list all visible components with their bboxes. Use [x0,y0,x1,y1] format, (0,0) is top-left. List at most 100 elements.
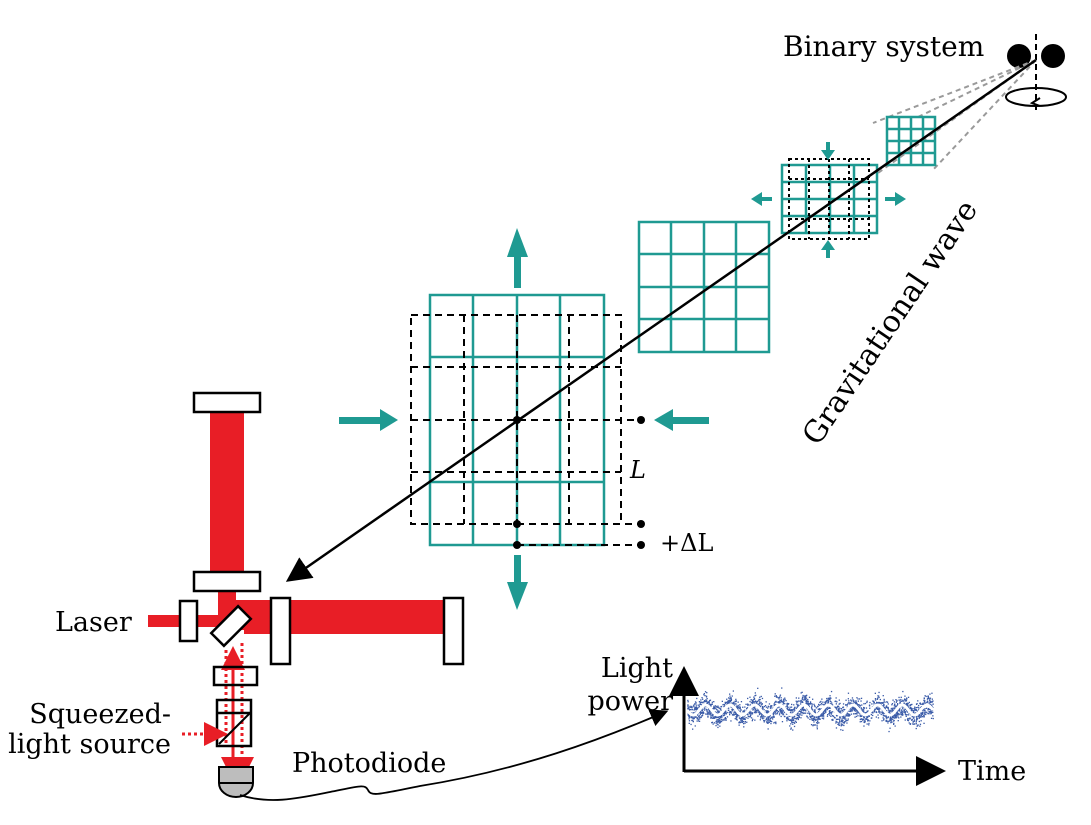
noise-point [927,708,930,710]
noise-point [690,723,692,726]
noise-point [903,710,905,712]
noise-point [887,707,889,709]
noise-point [906,710,908,712]
noise-point [798,704,800,707]
noise-point [773,710,776,712]
noise-point [816,726,818,728]
noise-point [752,703,754,705]
noise-point [848,702,850,704]
noise-point [767,717,770,719]
noise-point [728,699,731,701]
noise-point [730,712,732,714]
noise-point [718,711,720,713]
noise-point [706,703,709,705]
noise-point [891,717,893,719]
noise-point [742,721,745,723]
noise-point [769,719,771,722]
noise-point [752,702,754,704]
noise-point [707,715,709,717]
noise-point [923,710,925,712]
noise-point [736,719,738,721]
noise-point [729,714,731,716]
noise-point [818,704,820,706]
noise-point [722,718,724,721]
noise-point [765,710,767,712]
noise-point [843,722,845,724]
noise-point [719,715,721,717]
noise-point [700,701,702,703]
noise-point [927,697,929,700]
noise-point [752,700,754,702]
noise-point [787,716,789,718]
noise-point [813,716,815,719]
noise-point [900,698,902,701]
noise-point [751,700,753,702]
noise-point [811,707,813,710]
noise-point [793,708,795,710]
noise-point [717,724,719,726]
noise-point [819,709,821,711]
noise-point [889,717,892,719]
noise-point [782,701,785,703]
noise-point [876,701,878,703]
noise-point [733,714,735,716]
noise-point [781,710,783,712]
noise-point [732,690,734,692]
noise-point [754,711,757,713]
noise-point [881,720,883,722]
noise-point [907,720,910,722]
noise-point [830,690,833,693]
noise-point [822,701,824,703]
noise-point [701,709,704,712]
noise-point [697,716,700,718]
noise-point [827,699,829,701]
noise-point [708,709,711,712]
noise-point [821,698,823,700]
noise-point [804,697,806,699]
noise-point [718,719,720,722]
noise-point [738,722,740,724]
noise-point [866,716,868,718]
noise-point [688,715,690,717]
noise-point [890,720,892,722]
noise-point [755,694,757,696]
noise-point [908,707,910,709]
noise-point [735,705,737,707]
noise-point [851,709,853,711]
noise-point [733,702,735,704]
noise-point [758,713,761,716]
noise-point [916,703,918,705]
noise-point [827,701,830,704]
noise-point [706,692,708,694]
noise-point [722,715,725,717]
noise-point [852,699,854,701]
noise-point [814,724,816,726]
noise-point [739,715,741,717]
noise-point [725,713,727,715]
noise-point [891,703,894,705]
noise-point [923,715,925,717]
noise-point [906,697,908,699]
noise-point [724,701,726,703]
noise-point [905,715,907,717]
noise-point [928,708,930,710]
noise-point [732,709,734,711]
noise-point [779,709,781,711]
noise-point [823,716,825,718]
noise-point [786,716,788,719]
noise-point [716,721,718,723]
noise-point [855,713,857,715]
noise-point [876,698,879,700]
noise-point [870,714,872,716]
noise-point [804,709,806,711]
noise-point [825,710,827,712]
noise-point [723,705,725,708]
noise-point [846,704,848,706]
noise-point [888,730,890,733]
noise-point [761,706,764,708]
noise-point [778,698,780,700]
noise-point [813,719,815,721]
noise-point [790,719,792,722]
noise-point [719,721,722,723]
noise-point [868,724,870,726]
